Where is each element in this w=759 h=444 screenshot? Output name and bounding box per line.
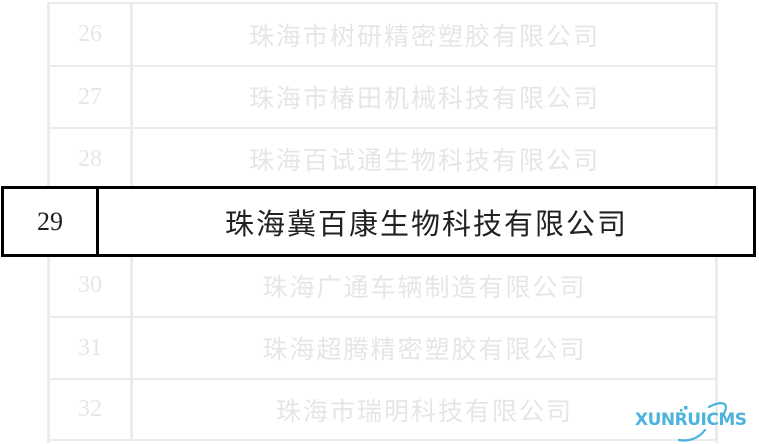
watermark-text: XUNRUICMS — [635, 410, 747, 430]
row-number: 32 — [50, 380, 133, 439]
table-row: 31 珠海超腾精密塑胶有限公司 — [50, 316, 715, 378]
row-number: 30 — [50, 255, 133, 316]
company-name: 珠海市树研精密塑胶有限公司 — [248, 21, 600, 51]
company-name: 珠海广通车辆制造有限公司 — [262, 272, 587, 302]
table-row: 27 珠海市椿田机械科技有限公司 — [50, 65, 715, 127]
highlighted-row-number: 29 — [4, 189, 99, 254]
company-name: 珠海市椿田机械科技有限公司 — [248, 84, 600, 113]
company-name: 珠海百试通生物科技有限公司 — [248, 146, 600, 175]
faded-company-table: 26 珠海市树研精密塑胶有限公司 27 珠海市椿田机械科技有限公司 28 珠海百… — [47, 2, 718, 443]
table-row: 32 珠海市瑞明科技有限公司 — [50, 378, 715, 441]
highlighted-company-name: 珠海冀百康生物科技有限公司 — [224, 206, 628, 241]
row-number: 31 — [50, 318, 133, 378]
table-row: 30 珠海广通车辆制造有限公司 — [50, 255, 715, 316]
company-name: 珠海超腾精密塑胶有限公司 — [262, 335, 587, 364]
company-name: 珠海市瑞明科技有限公司 — [275, 396, 573, 426]
logo-swoosh-icon — [677, 402, 727, 442]
highlighted-row: 29 珠海冀百康生物科技有限公司 — [1, 186, 756, 257]
row-number: 26 — [50, 4, 133, 65]
row-number: 28 — [50, 129, 133, 189]
table-row: 28 珠海百试通生物科技有限公司 — [50, 127, 715, 189]
table-row: 26 珠海市树研精密塑胶有限公司 — [50, 2, 715, 65]
xunruicms-watermark: XUNRUICMS — [635, 398, 757, 442]
row-number: 27 — [50, 67, 133, 127]
